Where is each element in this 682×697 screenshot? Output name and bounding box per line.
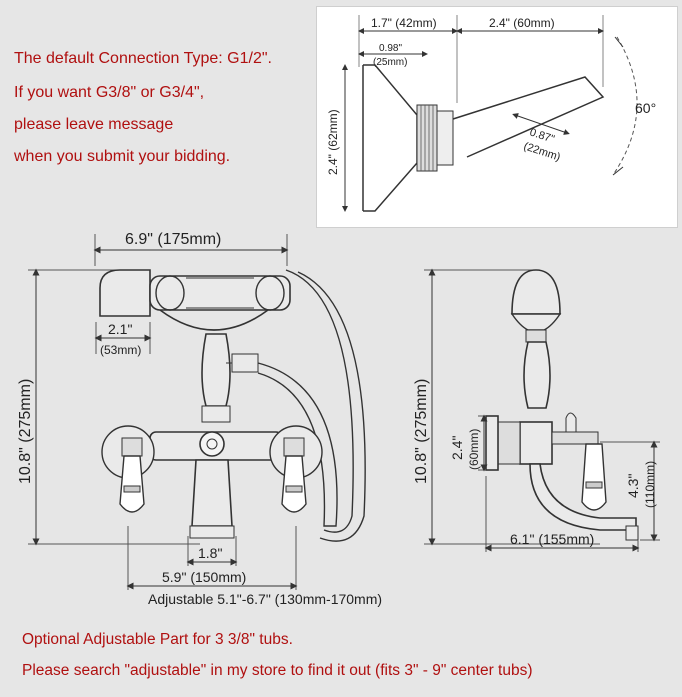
front-spray-inch: 2.1"	[108, 321, 132, 337]
shower-holder-inset: 1.7" (42mm) 2.4" (60mm) 0.98" (25mm) 2.4…	[316, 6, 678, 228]
front-spray-mm: (53mm)	[100, 343, 141, 357]
front-adjustable-range: Adjustable 5.1"-6.7" (130mm-170mm)	[148, 591, 382, 607]
inset-height-dim: 2.4" (62mm)	[326, 109, 340, 175]
front-handset-width-dim: 6.9" (175mm)	[125, 231, 221, 248]
inset-angle: 60°	[635, 100, 656, 116]
footer-search-note: Please search "adjustable" in my store t…	[22, 662, 533, 679]
side-mount-mm: (60mm)	[467, 429, 481, 470]
connection-note-line2: If you want G3/8" or G3/4",	[14, 84, 205, 101]
inset-collar-mm: (25mm)	[373, 57, 407, 68]
faucet-dimension-drawing: 6.9" (175mm) 10.8" (275mm) 2.1" (53mm) 1…	[17, 231, 660, 607]
side-spout-drop-inch: 4.3"	[625, 474, 641, 498]
inset-collar-inch: 0.98"	[379, 43, 402, 54]
side-height-dim: 10.8" (275mm)	[413, 379, 430, 484]
front-spout-dim: 1.8"	[198, 545, 222, 561]
connection-note-line3: please leave message	[14, 116, 174, 133]
front-centers-dim: 5.9" (150mm)	[162, 569, 246, 585]
side-spout-drop-mm: (110mm)	[643, 461, 657, 508]
front-height-dim: 10.8" (275mm)	[17, 379, 34, 484]
shower-holder-drawing: 1.7" (42mm) 2.4" (60mm) 0.98" (25mm) 2.4…	[326, 15, 656, 212]
inset-arm-dim: 2.4" (60mm)	[489, 16, 555, 30]
connection-note-line4: when you submit your bidding.	[14, 148, 231, 165]
connection-note-line1: The default Connection Type: G1/2".	[14, 50, 272, 67]
inset-neck-mm: (22mm)	[522, 140, 562, 163]
inset-width-dim: 1.7" (42mm)	[371, 16, 437, 30]
footer-optional-part: Optional Adjustable Part for 3 3/8" tubs…	[22, 631, 293, 648]
side-reach-dim: 6.1" (155mm)	[510, 531, 594, 547]
side-mount-inch: 2.4"	[449, 436, 465, 460]
